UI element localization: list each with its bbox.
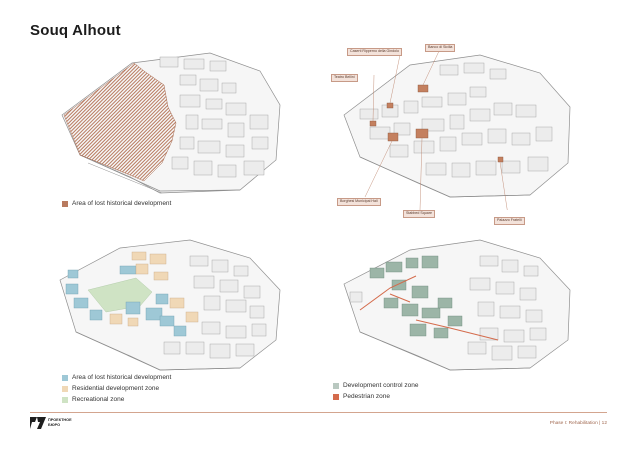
legend-top-left: Area of lost historical development bbox=[62, 198, 171, 209]
landmark-banco bbox=[417, 84, 429, 93]
map-zoning bbox=[40, 232, 295, 372]
logo-mark-icon bbox=[30, 417, 46, 429]
swatch-blue bbox=[62, 374, 68, 381]
legend-label: Development control zone bbox=[343, 382, 419, 389]
legend-item: Area of lost historical development bbox=[62, 372, 171, 383]
swatch-green bbox=[62, 396, 68, 403]
legend-item: Area of lost historical development bbox=[62, 198, 171, 209]
landmark-teatro bbox=[369, 120, 377, 127]
page-number: Phase I: Rehabilitation | 12 bbox=[549, 421, 607, 426]
legend-item: Pedestrian zone bbox=[333, 391, 419, 402]
legend-item: Residential development zone bbox=[62, 383, 171, 394]
callout-teatro-bellini: Teatro Bellini bbox=[331, 74, 358, 82]
legend-label: Recreational zone bbox=[72, 396, 125, 403]
landmark-hall bbox=[387, 132, 399, 142]
map-control-pedestrian bbox=[330, 232, 585, 372]
map-landmarks bbox=[330, 45, 585, 210]
swatch-teal bbox=[333, 382, 339, 389]
swatch-beige bbox=[62, 385, 68, 392]
legend-bottom-right: Development control zone Pedestrian zone bbox=[333, 380, 419, 402]
company-logo: ПРОЕКТНОЕ БЮРО bbox=[30, 417, 72, 429]
callout-banco-sicilia: Banco di Sicilia bbox=[425, 44, 456, 52]
pedestrian-route bbox=[415, 319, 499, 341]
callout-palazzo-fratelli: Palazzo Fratelli bbox=[494, 217, 525, 225]
pedestrian-route bbox=[359, 275, 417, 311]
landmark-regamo bbox=[386, 102, 394, 109]
lost-area-hatched bbox=[63, 62, 177, 182]
landmark-square bbox=[415, 128, 429, 139]
map-lost-historical-development bbox=[40, 45, 290, 195]
landmark-fratelli bbox=[497, 156, 504, 163]
footer-divider bbox=[30, 412, 607, 413]
page-title: Souq Alhout bbox=[30, 22, 121, 39]
swatch-terracotta bbox=[62, 200, 68, 207]
legend-item: Development control zone bbox=[333, 380, 419, 391]
callout-borghesi-hall: Borghesi Municipal Hall bbox=[337, 198, 381, 206]
legend-label: Area of lost historical development bbox=[72, 374, 172, 381]
legend-label: Residential development zone bbox=[72, 385, 160, 392]
legend-bottom-left: Area of lost historical development Resi… bbox=[62, 372, 171, 405]
callout-stabbed-square: Stabbed Square bbox=[403, 210, 435, 218]
pedestrian-route bbox=[389, 293, 411, 303]
legend-label: Pedestrian zone bbox=[343, 393, 390, 400]
legend-item: Recreational zone bbox=[62, 394, 171, 405]
callout-palazzo-regamo: Caserti Ripperno della Gindolo bbox=[347, 48, 402, 56]
logo-text: ПРОЕКТНОЕ БЮРО bbox=[48, 418, 72, 427]
swatch-orange bbox=[333, 393, 339, 400]
legend-label: Area of lost historical development bbox=[72, 200, 172, 207]
